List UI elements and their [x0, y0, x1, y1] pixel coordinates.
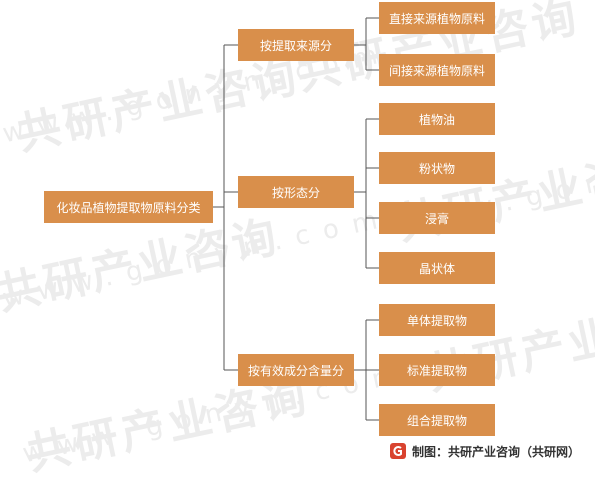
group-node-source: 按提取来源分 [238, 29, 354, 61]
leaf-node: 单体提取物 [379, 304, 495, 336]
group-node-content: 按有效成分含量分 [238, 354, 354, 386]
leaf-node: 浸膏 [379, 202, 495, 234]
root-node: 化妆品植物提取物原料分类 [44, 191, 213, 223]
connector-lines [213, 17, 379, 421]
credit-text: 制图：共研产业咨询（共研网） [412, 444, 581, 459]
leaf-node: 晶状体 [379, 252, 495, 284]
gonyn-logo-icon [390, 443, 406, 459]
leaf-node: 植物油 [379, 103, 495, 135]
leaf-node: 间接来源植物原料 [379, 54, 495, 86]
leaf-node: 标准提取物 [379, 354, 495, 386]
leaf-node: 粉状物 [379, 152, 495, 184]
leaf-node: 组合提取物 [379, 404, 495, 436]
leaf-node: 直接来源植物原料 [379, 2, 495, 34]
group-node-form: 按形态分 [238, 176, 354, 208]
footer-credit: 制图：共研产业咨询（共研网） [390, 441, 580, 461]
